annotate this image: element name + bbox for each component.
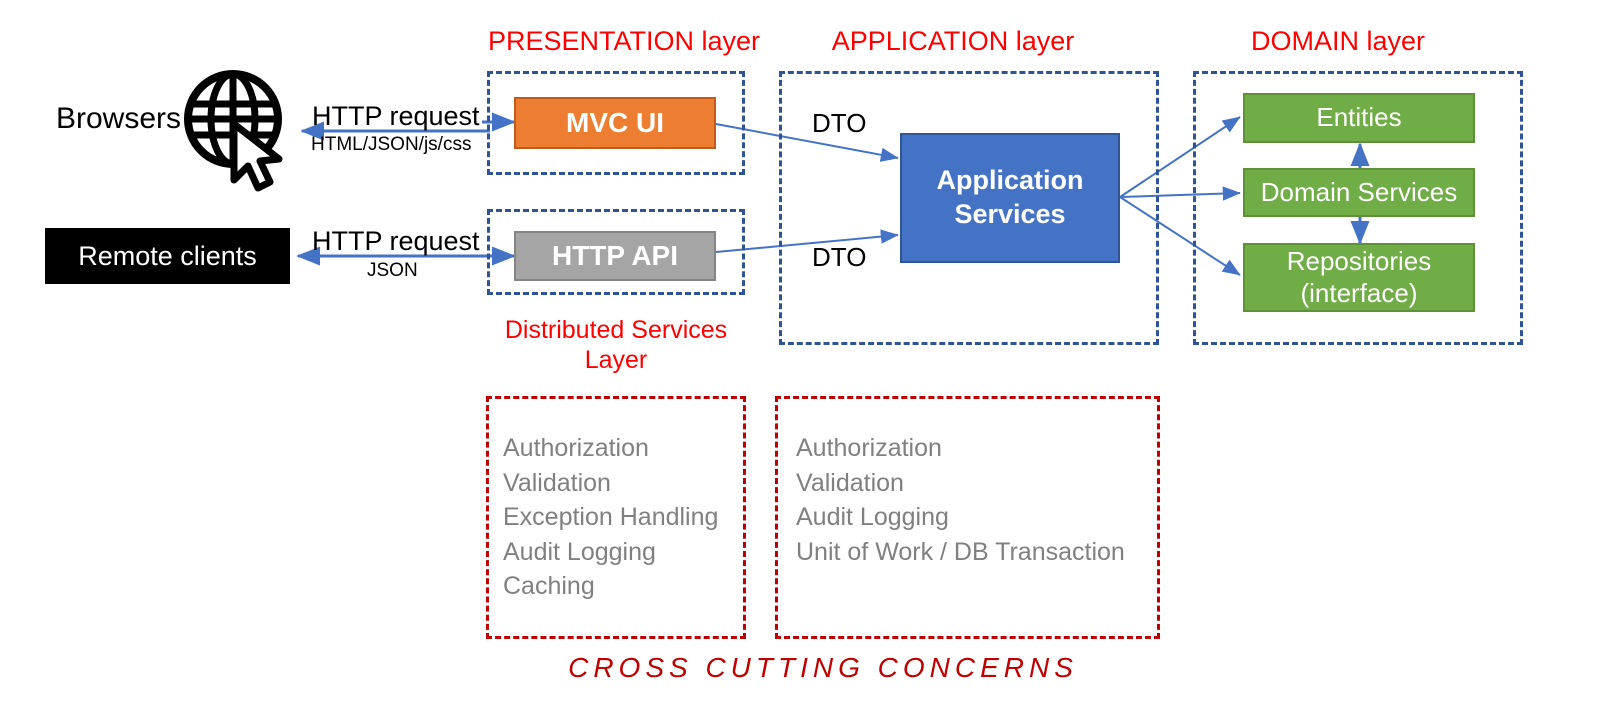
domain-services-box[interactable]: Domain Services [1243,168,1475,217]
http-api-box[interactable]: HTTP API [514,231,716,281]
mvc-ui-box[interactable]: MVC UI [514,97,716,149]
layer-title-presentation: PRESENTATION layer [488,26,761,56]
application-services-label-line2: Services [954,199,1066,229]
arrow-appservices-to-repositories [1119,196,1241,276]
arrow-httpapi-to-appservices [715,229,899,253]
arrow-appservices-to-domainservices [1119,186,1241,201]
dto-top-label: DTO [812,108,867,138]
presentation-concerns-list: Authorization Validation Exception Handl… [503,434,719,600]
entities-box[interactable]: Entities [1243,93,1475,143]
browser-request-label: HTTP request [312,101,480,131]
arrow-mvcui-to-appservices [715,123,899,162]
application-layer-container [779,71,1159,345]
application-concerns-list: Authorization Validation Audit Logging U… [796,434,1125,566]
repositories-label-line2: (interface) [1300,277,1418,308]
repositories-box[interactable]: Repositories (interface) [1243,243,1475,312]
presentation-cross-cutting-box: Authorization Validation Exception Handl… [486,396,746,639]
globe-cursor-icon [184,70,283,192]
arrow-appservices-to-entities [1119,116,1241,198]
application-services-box[interactable]: Application Services [900,133,1120,263]
browser-response-label: HTML/JSON/js/css [311,134,472,155]
dsl-title-line1: Distributed Services [504,316,728,344]
dto-bottom-label: DTO [812,242,867,272]
cross-cutting-concerns-footer: CROSS CUTTING CONCERNS [568,652,1078,683]
application-cross-cutting-box: Authorization Validation Audit Logging U… [775,396,1160,639]
client-response-label: JSON [367,260,418,281]
repositories-label-line1: Repositories [1286,246,1432,277]
presentation-layer-bottom-container [487,209,745,295]
layer-title-domain: DOMAIN layer [1250,26,1426,56]
remote-clients-box: Remote clients [45,228,290,284]
distributed-services-layer-title: Distributed Services Layer [481,315,751,375]
dsl-title-line2: Layer [584,346,648,374]
application-services-label-line1: Application [936,165,1084,196]
client-request-label: HTTP request [312,226,480,256]
presentation-layer-top-container [487,71,745,175]
browsers-label: Browsers [56,102,182,135]
domain-layer-container [1193,71,1523,345]
layer-title-application: APPLICATION layer [831,26,1075,56]
